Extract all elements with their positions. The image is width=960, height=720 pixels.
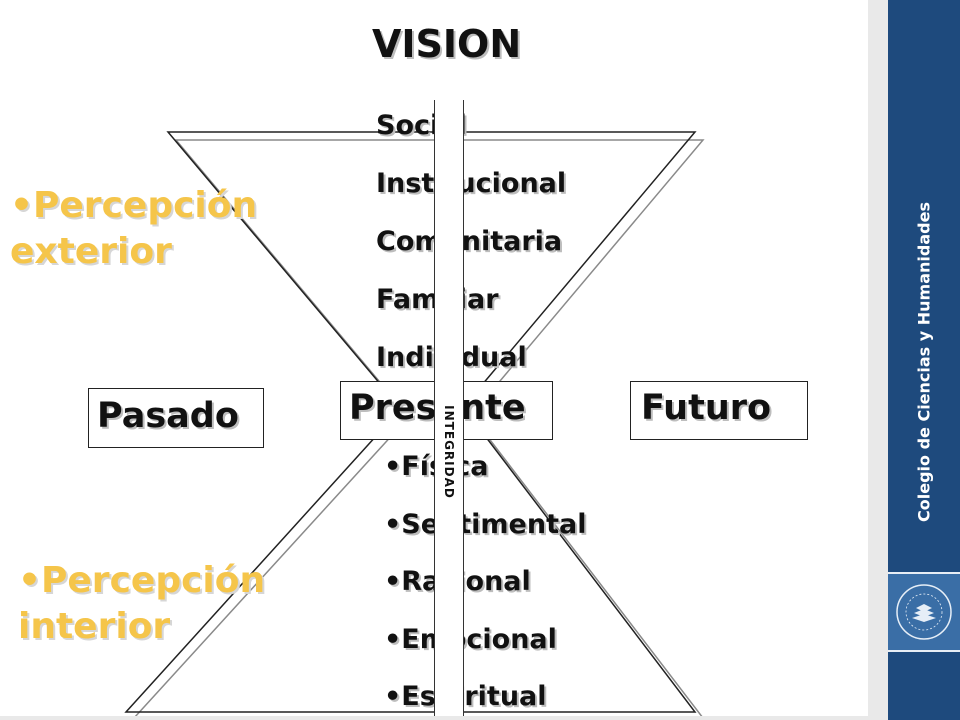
list-item-emocional: •Emocional [384,623,557,655]
seal-icon [896,584,952,640]
list-item-institucional: Institucional [376,168,567,199]
perception-exterior-line2: exterior [10,231,172,272]
integrity-label: INTEGRIDAD [442,405,456,499]
sidebar-title: Colegio de Ciencias y Humanidades [914,202,934,522]
perception-exterior-label: •Percepción exterior [10,183,257,275]
integrity-bar: INTEGRIDAD [434,100,464,716]
outer-levels-list: Social Institucional Comunitaria Familia… [376,97,566,387]
list-item-racional: •Racional [384,553,586,611]
future-box: Futuro [630,381,808,440]
college-seal-logo [888,572,960,652]
list-item-espiritual: •Espiritual [384,681,547,712]
slide: VISION Social Institucional Comunitaria … [0,0,868,716]
inner-dimensions-list: •Física •Sentimental •Racional •Emociona… [384,438,586,716]
perception-interior-line2: interior [18,606,171,647]
list-item-social: Social [376,110,467,141]
perception-exterior-line1: •Percepción [10,185,258,226]
perception-interior-line1: •Percepción [18,560,266,601]
vision-title: VISION [372,22,522,66]
list-item-fisica: •Física [384,438,586,496]
past-label: Pasado [97,396,239,436]
list-item-comunitaria: Comunitaria [376,226,563,257]
future-label: Futuro [641,388,772,428]
list-item-familiar: Familiar [376,271,566,329]
list-item-individual: Individual [376,329,566,387]
sidebar: Colegio de Ciencias y Humanidades [888,0,960,720]
list-item-sentimental: •Sentimental [384,508,587,540]
past-box: Pasado [88,388,264,448]
perception-interior-label: •Percepción interior [18,558,265,650]
